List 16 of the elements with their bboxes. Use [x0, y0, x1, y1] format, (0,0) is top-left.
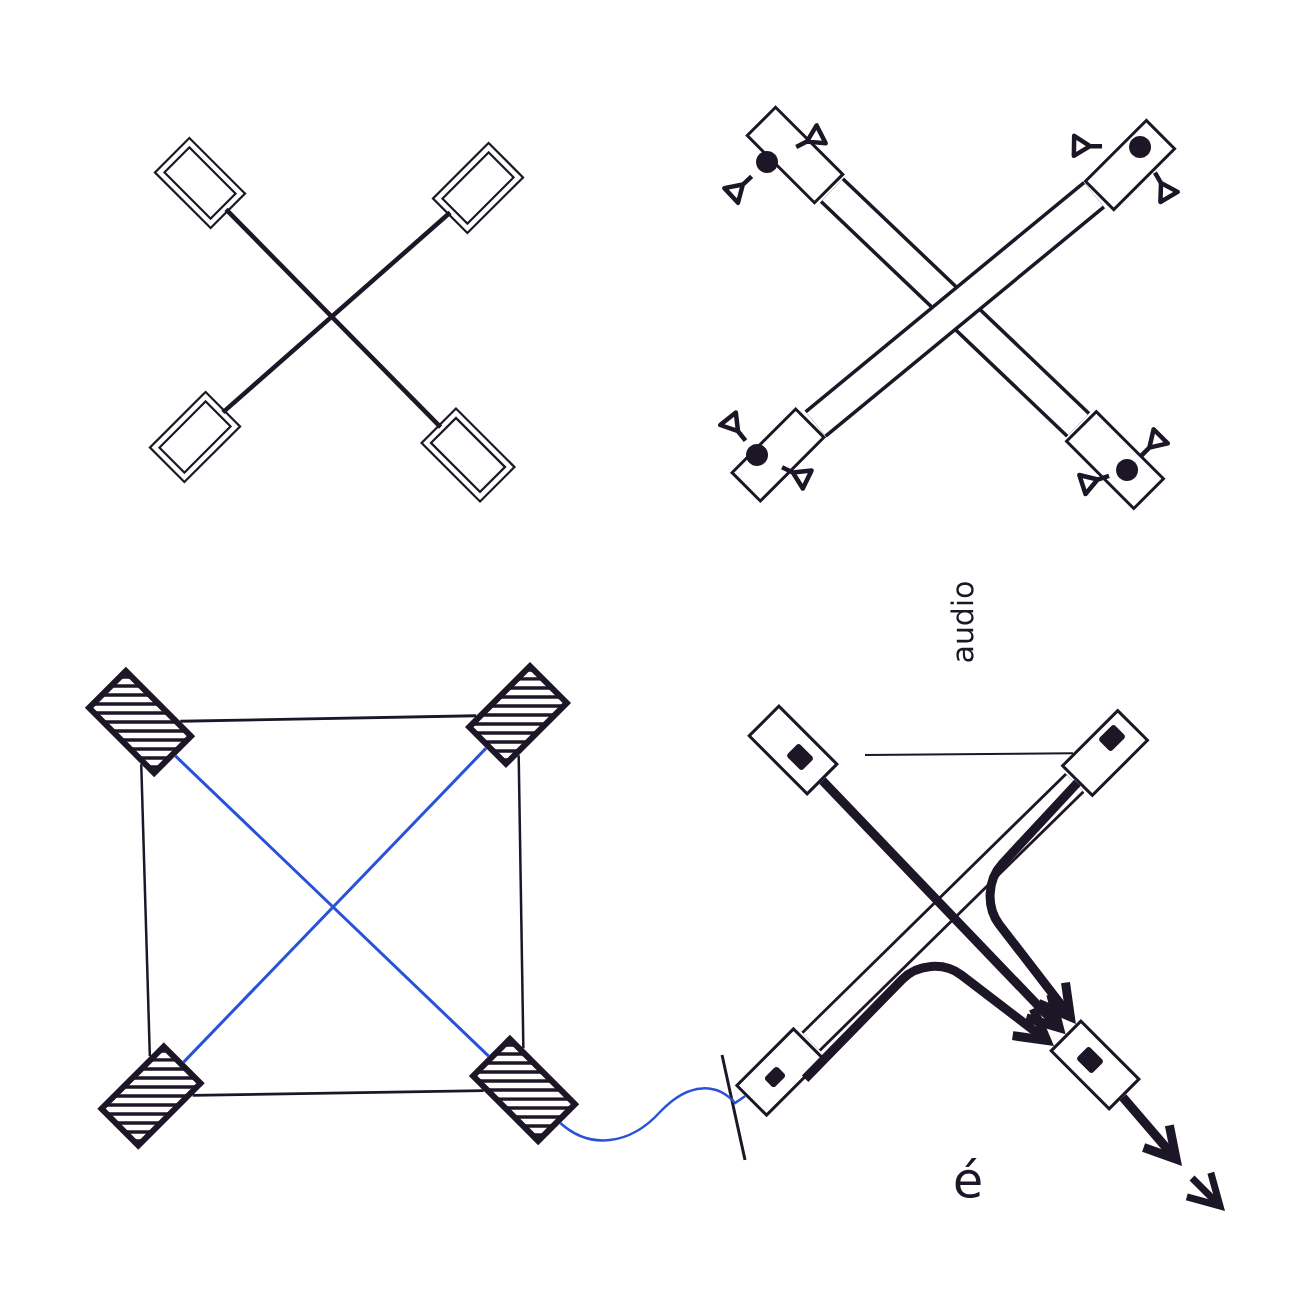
handwritten-label: audio: [950, 582, 974, 662]
cable-curve: [559, 1087, 746, 1142]
leader-line: [864, 752, 1074, 756]
unit-box: [747, 704, 839, 796]
connector-line: [517, 755, 525, 1049]
connector-line: [140, 764, 152, 1057]
beam-outline: [801, 772, 1085, 1052]
arrow: [819, 777, 1066, 1035]
arrow: [985, 779, 1081, 1025]
connector-line: [192, 1089, 484, 1097]
handwritten-label: é: [955, 1158, 981, 1199]
unit-box: [1049, 1019, 1141, 1111]
arrow: [801, 961, 1055, 1082]
connector-line: [180, 714, 477, 723]
unit-box: [745, 105, 845, 205]
unit-box: [1083, 118, 1177, 212]
